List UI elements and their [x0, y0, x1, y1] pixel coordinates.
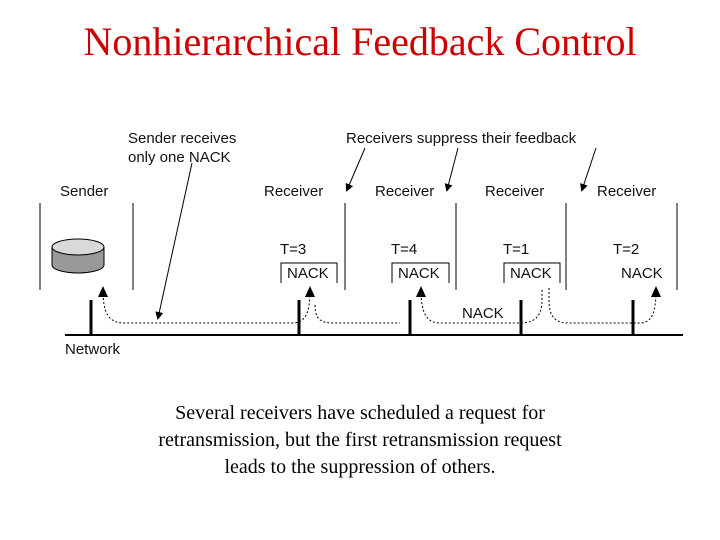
nack-label: NACK [510, 265, 552, 282]
up-arrow-icon [305, 286, 315, 297]
caption-line3: leads to the suppression of others. [224, 456, 496, 478]
caption-line2: retransmission, but the first retransmis… [158, 429, 562, 451]
nack-label: NACK [398, 265, 440, 282]
receiver-label: Receiver [264, 183, 323, 200]
caption: Several receivers have scheduled a reque… [80, 400, 640, 481]
sender-note-pointer [155, 162, 193, 320]
timer-label: T=4 [391, 241, 417, 258]
caption-line1: Several receivers have scheduled a reque… [175, 402, 545, 424]
disk-icon [51, 238, 105, 274]
suppress-pointer-2 [444, 147, 459, 192]
sender-label: Sender [60, 183, 108, 200]
timer-label: T=3 [280, 241, 306, 258]
suppress-pointer-1 [345, 147, 366, 192]
receiver-label: Receiver [485, 183, 544, 200]
receiver-label: Receiver [375, 183, 434, 200]
host-dividers [39, 203, 678, 290]
arrow-icons [98, 286, 661, 297]
sender-note-line1: Sender receives [128, 130, 236, 147]
slide-title: Nonhierarchical Feedback Control [83, 19, 637, 64]
network-label: Network [65, 341, 121, 358]
suppress-pointer-3 [580, 147, 597, 192]
receiver-label: Receiver [597, 183, 656, 200]
nack-label: NACK [621, 265, 663, 282]
host-connections [89, 300, 635, 335]
nack-propagation-path [102, 288, 657, 324]
up-arrow-icon [651, 286, 661, 297]
suppress-note: Receivers suppress their feedback [346, 130, 577, 147]
nack-label: NACK [287, 265, 329, 282]
nack-brackets [280, 262, 561, 283]
up-arrow-icon [416, 286, 426, 297]
network-nack-label: NACK [462, 305, 504, 322]
timer-label: T=1 [503, 241, 529, 258]
up-arrow-icon [98, 286, 108, 297]
sender-note-line2: only one NACK [128, 149, 231, 166]
timer-label: T=2 [613, 241, 639, 258]
